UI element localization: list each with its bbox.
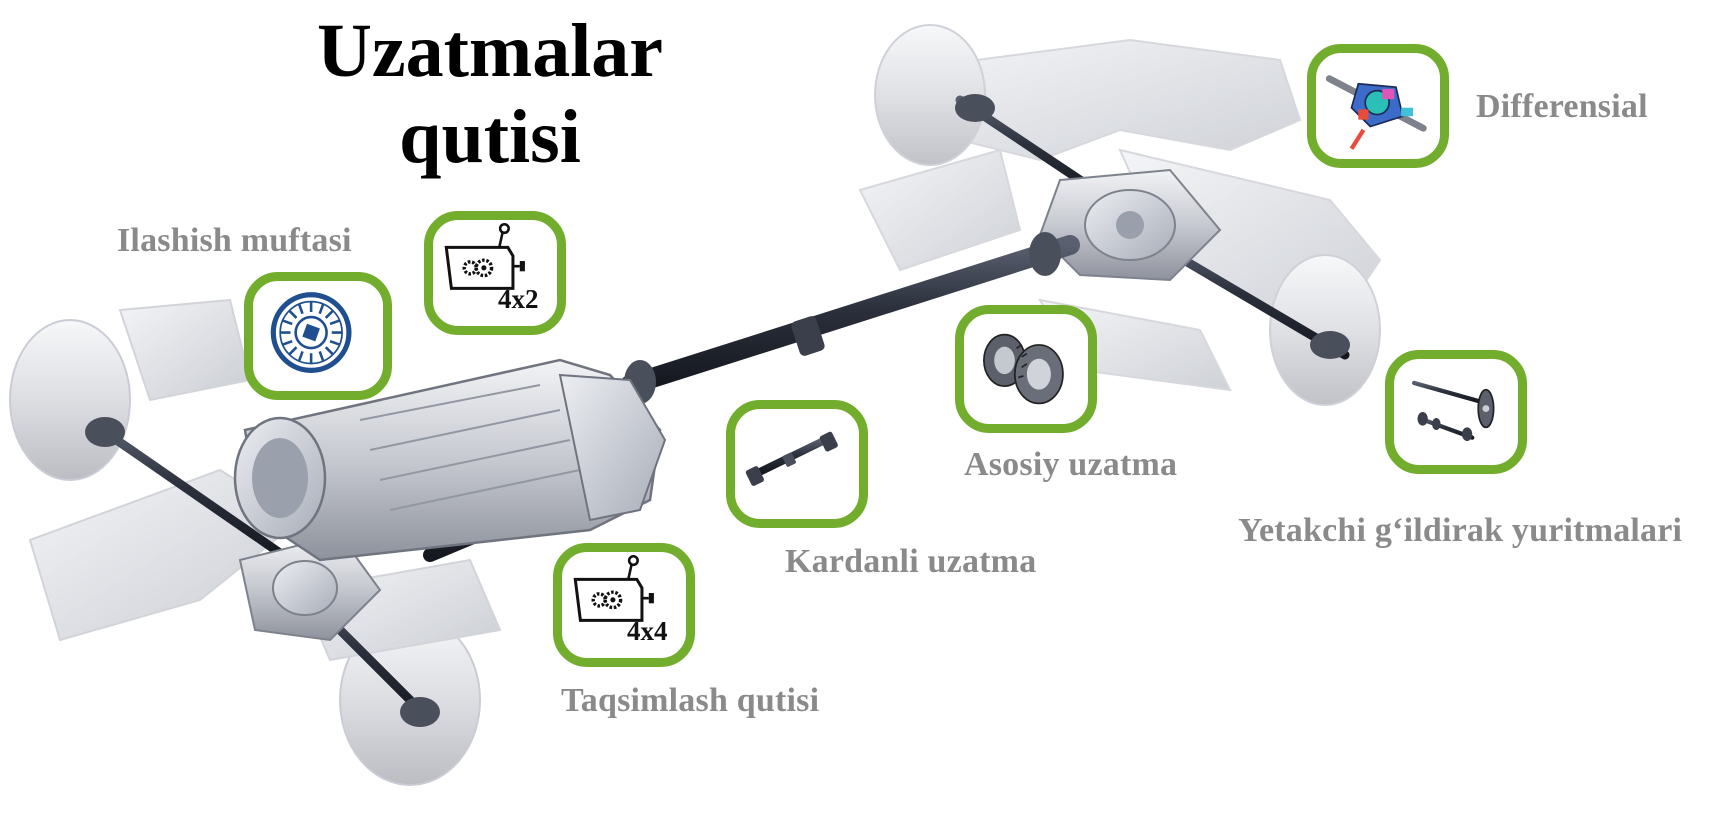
propeller-shaft-badge <box>726 400 868 528</box>
propeller-shaft-icon <box>735 409 859 519</box>
gearbox-code: 4x2 <box>498 286 539 313</box>
gearbox-badge: 4x2 <box>424 211 566 335</box>
bevel-gears-icon <box>964 314 1088 424</box>
transfer-case-code: 4x4 <box>627 618 668 645</box>
drive-axles-label: Yetakchi g‘ildirak yuritmalari <box>1238 512 1682 550</box>
final-drive-badge <box>955 305 1097 433</box>
transfer-case-label: Taqsimlash qutisi <box>561 682 819 720</box>
diagram-title: Uzatmalar qutisi <box>260 8 720 180</box>
final-drive-label: Asosiy uzatma <box>964 446 1177 484</box>
drive-axles-badge <box>1385 350 1527 474</box>
differential-icon <box>1316 53 1440 159</box>
propeller-shaft-label: Kardanli uzatma <box>785 543 1036 581</box>
differential-badge <box>1307 44 1449 168</box>
transfer-case-badge: 4x4 <box>553 543 695 667</box>
clutch-disc-icon <box>253 281 383 391</box>
differential-label: Differensial <box>1476 88 1648 126</box>
axle-shafts-icon <box>1394 359 1518 465</box>
clutch-label: Ilashish muftasi <box>117 222 352 260</box>
clutch-badge <box>244 272 392 400</box>
